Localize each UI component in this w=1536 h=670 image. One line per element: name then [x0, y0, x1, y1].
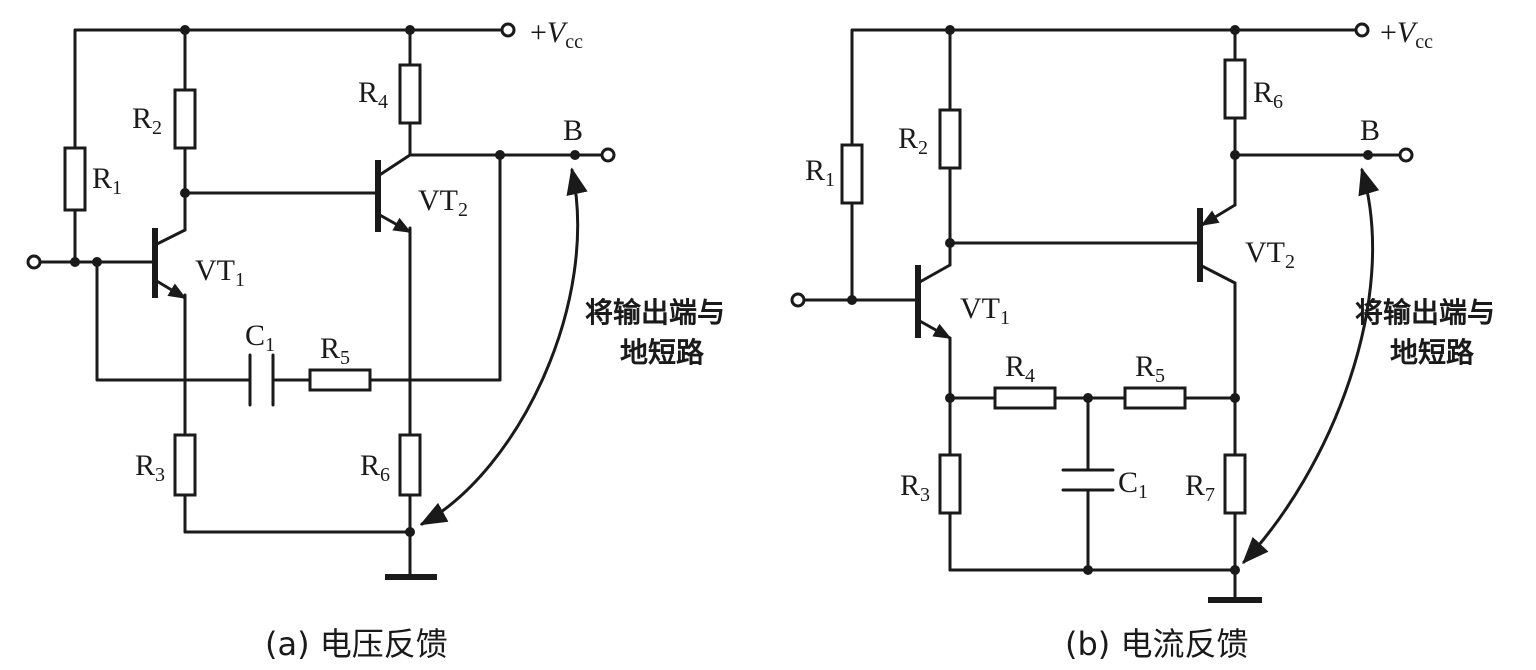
short-circuit-arrow-a [419, 167, 588, 526]
resistor-r5 [1123, 386, 1187, 410]
label-c1-a: C1 [245, 319, 275, 356]
resistor-r1 [840, 143, 864, 205]
label-r4-b: R4 [1005, 350, 1035, 387]
annotation-line1-a: 将输出端与 [585, 296, 725, 329]
short-circuit-arrow-b [1242, 167, 1380, 564]
resistor-r5 [308, 368, 372, 392]
output-terminal-a [600, 147, 616, 163]
capacitor-c1 [1061, 468, 1115, 492]
label-vt1-b: VT1 [960, 292, 1010, 329]
resistor-r6 [398, 433, 422, 497]
resistor-r3 [173, 433, 197, 497]
label-r6-b: R6 [1253, 76, 1283, 113]
transistor-vt1 [152, 228, 187, 300]
transistor-vt2 [1197, 203, 1237, 285]
label-r7-b: R7 [1185, 469, 1215, 506]
vcc-label-b: +Vcc [1380, 16, 1433, 53]
output-label-a: B [563, 114, 583, 147]
label-r3-b: R3 [900, 469, 930, 506]
junction-dots-b [847, 25, 1373, 575]
caption-a: (a) 电压反馈 [265, 625, 448, 663]
label-r5-a: R5 [320, 332, 350, 369]
output-label-b: B [1360, 114, 1380, 147]
vcc-label-a: +Vcc [530, 16, 583, 53]
junction-dots-a [70, 25, 580, 537]
annotation-line1-b: 将输出端与 [1355, 296, 1495, 329]
circuit-a: +Vcc B R1 R2 R4 R5 C1 R3 R6 VT1 VT2 将输出端… [26, 16, 725, 663]
resistor-r7 [1223, 453, 1247, 515]
input-terminal-b [790, 292, 806, 308]
resistor-r1 [63, 146, 87, 212]
label-vt1-a: VT1 [195, 254, 245, 291]
resistor-r4 [398, 63, 422, 125]
input-terminal-a [26, 254, 42, 270]
vcc-terminal-a [500, 22, 516, 38]
label-r4-a: R4 [358, 76, 388, 113]
circuit-b: +Vcc B R1 R2 R6 R4 R5 C1 R3 R7 VT1 VT2 将… [790, 16, 1495, 663]
label-c1-b: C1 [1118, 466, 1148, 503]
label-r2-b: R2 [898, 122, 928, 159]
vcc-terminal-b [1354, 22, 1370, 38]
capacitor-c1 [248, 353, 275, 407]
resistor-r2 [938, 108, 962, 170]
label-r6-a: R6 [360, 449, 390, 486]
transistor-vt1 [915, 263, 952, 340]
annotation-line2-b: 地短路 [1390, 336, 1475, 369]
label-r3-a: R3 [135, 449, 165, 486]
transistor-vt2 [375, 153, 412, 234]
circuit-a-wires [38, 28, 602, 577]
caption-b: (b) 电流反馈 [1065, 625, 1248, 663]
output-terminal-b [1398, 147, 1414, 163]
resistor-r4 [993, 386, 1057, 410]
circuit-b-wires [798, 28, 1402, 600]
resistor-r3 [938, 453, 962, 515]
label-r1-a: R1 [92, 162, 122, 199]
label-vt2-b: VT2 [1245, 236, 1295, 273]
resistor-r2 [173, 88, 197, 150]
label-r1-b: R1 [805, 154, 835, 191]
label-r5-b: R5 [1135, 350, 1165, 387]
label-r2-a: R2 [132, 102, 162, 139]
annotation-line2-a: 地短路 [620, 336, 705, 369]
resistor-r6 [1223, 58, 1247, 120]
label-vt2-a: VT2 [418, 184, 468, 221]
